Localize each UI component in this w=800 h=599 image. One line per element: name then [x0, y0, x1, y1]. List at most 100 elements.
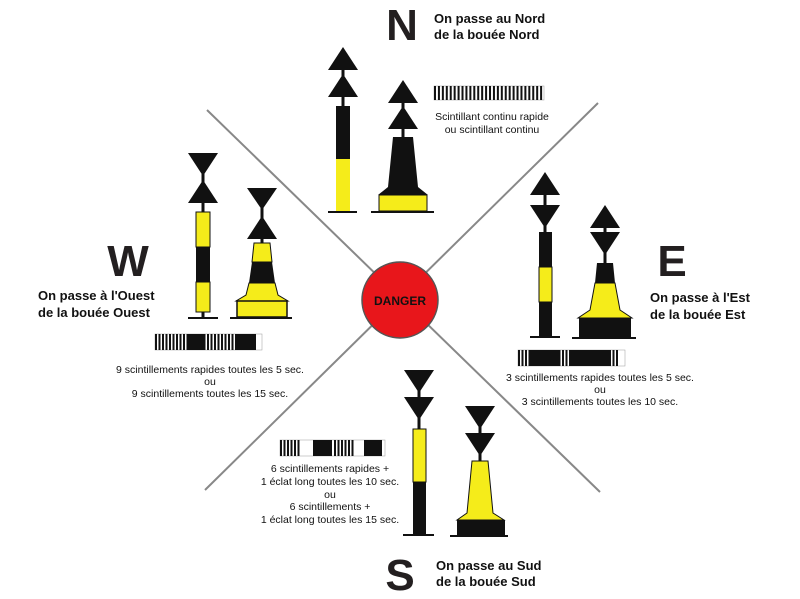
west-light-text: 9 scintillements rapides toutes les 5 se…	[116, 364, 304, 376]
pattern-bar	[351, 440, 354, 456]
pattern-bar	[207, 334, 209, 350]
pattern-bar	[155, 334, 157, 350]
pattern-bar	[565, 350, 568, 366]
north-light-pattern	[433, 85, 545, 101]
south-light-text: 6 scintillements rapides +	[271, 463, 389, 475]
pattern-bar	[235, 334, 256, 350]
pattern-bar	[477, 86, 480, 100]
west-light-text: ou	[204, 376, 216, 388]
pattern-bar	[337, 440, 340, 456]
pattern-bar	[525, 350, 527, 366]
pattern-bar	[504, 86, 507, 100]
east-light-text: 3 scintillements toutes les 10 sec.	[522, 396, 678, 408]
west-heading-2: de la bouée Ouest	[38, 305, 151, 320]
south-light-text: ou	[324, 489, 336, 501]
pattern-bar	[500, 86, 503, 100]
pattern-bar	[528, 350, 559, 366]
pattern-bar	[461, 86, 464, 100]
north-light-text: ou scintillant continu	[445, 124, 540, 136]
south-buoy	[450, 406, 508, 537]
north-buoy	[371, 80, 434, 213]
pattern-bar	[186, 334, 204, 350]
pattern-bar	[532, 86, 535, 100]
pattern-bar	[162, 334, 164, 350]
pattern-bar	[540, 86, 543, 100]
pattern-bar	[172, 334, 175, 350]
pattern-bar	[558, 350, 561, 366]
pattern-bar	[520, 86, 523, 100]
north-heading-2: de la bouée Nord	[434, 27, 540, 42]
pattern-bar	[437, 86, 440, 100]
east-light-pattern	[517, 349, 626, 367]
pattern-bar	[290, 440, 293, 456]
east-heading-1: On passe à l'Est	[650, 290, 751, 305]
pattern-bar	[169, 334, 171, 350]
pattern-bar	[569, 350, 609, 366]
east-light-text: 3 scintillements rapides toutes les 5 se…	[506, 372, 694, 384]
east-letter: E	[657, 237, 686, 286]
pattern-bar	[449, 86, 452, 100]
pattern-bar	[313, 440, 332, 456]
east-pole-mark	[530, 172, 560, 338]
west-light-pattern	[154, 333, 263, 351]
pattern-bar	[434, 86, 436, 100]
pattern-bar	[489, 86, 492, 100]
west-letter: W	[107, 237, 149, 286]
pattern-bar	[228, 334, 230, 350]
west-buoy	[230, 188, 292, 319]
south-section: S On passe au Sud de la bouée Sud 6 scin…	[261, 370, 542, 599]
south-letter: S	[385, 551, 414, 599]
south-heading-2: de la bouée Sud	[436, 574, 536, 589]
pattern-bar	[481, 86, 484, 100]
south-pole-mark	[403, 370, 434, 536]
east-light-text: ou	[594, 384, 606, 396]
west-pole-mark	[188, 153, 218, 319]
west-heading-1: On passe à l'Ouest	[38, 288, 155, 303]
pattern-bar	[297, 440, 300, 456]
pattern-bar	[179, 334, 182, 350]
pattern-bar	[221, 334, 223, 350]
south-light-text: 6 scintillements +	[290, 501, 371, 513]
pattern-bar	[512, 86, 515, 100]
pattern-bar	[214, 334, 216, 350]
pattern-bar	[524, 86, 527, 100]
south-heading-1: On passe au Sud	[436, 558, 542, 573]
pattern-bar	[445, 86, 448, 100]
pattern-bar	[231, 334, 234, 350]
south-light-text: 1 éclat long toutes les 10 sec.	[261, 476, 399, 488]
pattern-bar	[176, 334, 178, 350]
pattern-bar	[492, 86, 495, 100]
north-light-text: Scintillant continu rapide	[435, 111, 549, 123]
north-pole-mark	[328, 47, 358, 213]
pattern-bar	[536, 86, 539, 100]
west-section: W On passe à l'Ouest de la bouée Ouest 9…	[38, 153, 304, 400]
pattern-bar	[457, 86, 460, 100]
pattern-bar	[496, 86, 499, 100]
south-light-text: 1 éclat long toutes les 15 sec.	[261, 514, 399, 526]
pattern-bar	[348, 440, 350, 456]
pattern-bar	[287, 440, 289, 456]
north-letter: N	[386, 1, 418, 50]
south-light-pattern	[279, 439, 386, 457]
pattern-bar	[485, 86, 488, 100]
north-heading-1: On passe au Nord	[434, 11, 545, 26]
east-buoy	[572, 205, 636, 339]
pattern-bar	[334, 440, 336, 456]
pattern-bar	[516, 86, 519, 100]
pattern-bar	[609, 350, 611, 366]
pattern-bar	[469, 86, 472, 100]
pattern-bar	[203, 334, 206, 350]
pattern-bar	[364, 440, 382, 456]
danger-mark: DANGER	[361, 261, 439, 339]
pattern-bar	[473, 86, 476, 100]
west-light-text: 9 scintillements toutes les 15 sec.	[132, 388, 288, 400]
pattern-bar	[158, 334, 161, 350]
pattern-bar	[441, 86, 444, 100]
pattern-bar	[562, 350, 564, 366]
pattern-bar	[508, 86, 511, 100]
pattern-bar	[612, 350, 615, 366]
pattern-bar	[183, 334, 185, 350]
north-section: N On passe au Nord de la bouée Nord Scin…	[328, 1, 549, 213]
pattern-bar	[210, 334, 213, 350]
